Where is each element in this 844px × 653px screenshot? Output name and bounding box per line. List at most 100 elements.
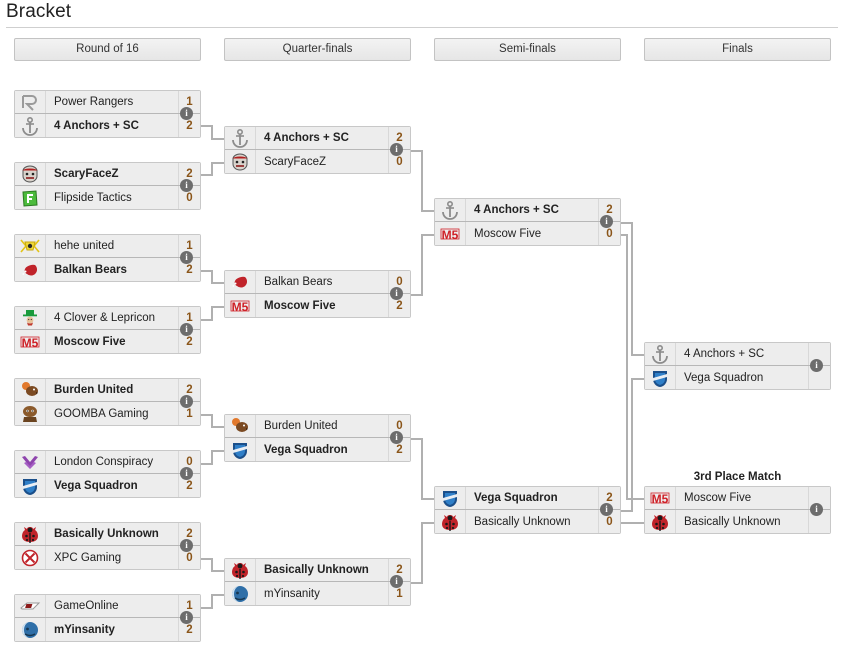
vega-squadron-logo-icon: [225, 438, 256, 461]
team-name: Power Rangers: [54, 96, 134, 108]
team-row[interactable]: mYinsanity 2: [15, 618, 200, 641]
match-info-icon[interactable]: i: [810, 503, 823, 516]
match-info-icon[interactable]: i: [390, 575, 403, 588]
team-score: 0: [388, 271, 410, 293]
team-name: ScaryFaceZ: [264, 155, 326, 168]
team-row[interactable]: Basically Unknown: [645, 510, 830, 533]
team-score: 2: [388, 559, 410, 581]
leprechaun-logo-icon: [15, 307, 46, 329]
match-info-icon[interactable]: i: [180, 107, 193, 120]
team-score: 2: [598, 487, 620, 509]
team-row[interactable]: Vega Squadron 2: [15, 474, 200, 497]
team-row[interactable]: Basically Unknown 2: [225, 559, 410, 582]
match-info-icon[interactable]: i: [390, 143, 403, 156]
team-row[interactable]: M5 Moscow Five 2: [225, 294, 410, 317]
team-row[interactable]: 4 Clover & Lepricon 1: [15, 307, 200, 330]
gameonline-logo-icon: [15, 595, 46, 617]
team-score: 2: [178, 523, 200, 545]
team-row[interactable]: hehe united 1: [15, 235, 200, 258]
match-info-icon[interactable]: i: [810, 359, 823, 372]
team-row[interactable]: Balkan Bears 2: [15, 258, 200, 281]
team-row[interactable]: Power Rangers 1: [15, 91, 200, 114]
match-final[interactable]: 4 Anchors + SC Vega Squadron i: [644, 342, 831, 390]
match-info-icon[interactable]: i: [180, 395, 193, 408]
match-third-place[interactable]: M5 Moscow Five Basically Unknown i: [644, 486, 831, 534]
match-r16-8[interactable]: GameOnline 1 mYinsanity 2 i: [14, 594, 201, 642]
match-sf-2[interactable]: Vega Squadron 2 Basically Unknown 0 i: [434, 486, 621, 534]
team-row[interactable]: ScaryFaceZ 2: [15, 163, 200, 186]
team-score: 1: [178, 402, 200, 425]
match-info-icon[interactable]: i: [180, 323, 193, 336]
match-r16-4[interactable]: 4 Clover & Lepricon 1 M5 Moscow Five 2 i: [14, 306, 201, 354]
team-row[interactable]: Burden United 0: [225, 415, 410, 438]
match-info-icon[interactable]: i: [180, 251, 193, 264]
anchor-logo-icon: [225, 127, 256, 149]
team-score: 1: [178, 235, 200, 257]
match-info-icon[interactable]: i: [390, 431, 403, 444]
match-qf-3[interactable]: Burden United 0 Vega Squadron 2 i: [224, 414, 411, 462]
match-r16-5[interactable]: Burden United 2 GOOMBA Gaming 1 i: [14, 378, 201, 426]
svg-text:M5: M5: [652, 492, 669, 506]
team-score: [808, 343, 830, 365]
team-row[interactable]: Vega Squadron 2: [435, 487, 620, 510]
team-row[interactable]: 4 Anchors + SC: [645, 343, 830, 366]
title-divider: [6, 27, 838, 28]
team-row[interactable]: Flipside Tactics 0: [15, 186, 200, 209]
match-qf-4[interactable]: Basically Unknown 2 mYinsanity 1 i: [224, 558, 411, 606]
team-row[interactable]: ScaryFaceZ 0: [225, 150, 410, 173]
team-score: [808, 487, 830, 509]
team-name: Burden United: [54, 384, 134, 396]
team-row[interactable]: GameOnline 1: [15, 595, 200, 618]
match-info-icon[interactable]: i: [180, 611, 193, 624]
team-row[interactable]: Basically Unknown 2: [15, 523, 200, 546]
goomba-logo-icon: [15, 402, 46, 425]
team-row[interactable]: Balkan Bears 0: [225, 271, 410, 294]
team-score: 2: [178, 330, 200, 353]
match-info-icon[interactable]: i: [600, 503, 613, 516]
team-name: Vega Squadron: [264, 443, 348, 456]
team-name: Balkan Bears: [264, 276, 333, 288]
match-qf-2[interactable]: Balkan Bears 0 M5 Moscow Five 2 i: [224, 270, 411, 318]
team-row[interactable]: M5 Moscow Five 2: [15, 330, 200, 353]
team-row[interactable]: 4 Anchors + SC 2: [435, 199, 620, 222]
team-name: Flipside Tactics: [54, 191, 132, 204]
team-row[interactable]: Vega Squadron 2: [225, 438, 410, 461]
team-name: 4 Clover & Lepricon: [54, 312, 155, 324]
match-r16-7[interactable]: Basically Unknown 2 XPC Gaming 0 i: [14, 522, 201, 570]
team-name: 4 Anchors + SC: [684, 348, 765, 360]
round-header-quarter-finals[interactable]: Quarter-finals: [224, 38, 411, 61]
match-r16-2[interactable]: ScaryFaceZ 2 Flipside Tactics 0 i: [14, 162, 201, 210]
team-row[interactable]: Vega Squadron: [645, 366, 830, 389]
power-rangers-logo-icon: [15, 91, 46, 113]
match-info-icon[interactable]: i: [600, 215, 613, 228]
team-score: [808, 510, 830, 533]
match-info-icon[interactable]: i: [180, 539, 193, 552]
myinsanity-logo-icon: [15, 618, 46, 641]
match-r16-6[interactable]: London Conspiracy 0 Vega Squadron 2 i: [14, 450, 201, 498]
team-row[interactable]: XPC Gaming 0: [15, 546, 200, 569]
match-r16-1[interactable]: Power Rangers 1 4 Anchors + SC 2 i: [14, 90, 201, 138]
round-header-round-of-16[interactable]: Round of 16: [14, 38, 201, 61]
team-row[interactable]: London Conspiracy 0: [15, 451, 200, 474]
third-place-match-label: 3rd Place Match: [693, 471, 782, 483]
match-sf-1[interactable]: 4 Anchors + SC 2 M5 Moscow Five 0 i: [434, 198, 621, 246]
match-qf-1[interactable]: 4 Anchors + SC 2 ScaryFaceZ 0 i: [224, 126, 411, 174]
anchor-logo-icon: [645, 343, 676, 365]
svg-text:M5: M5: [232, 300, 249, 314]
team-row[interactable]: Basically Unknown 0: [435, 510, 620, 533]
match-info-icon[interactable]: i: [390, 287, 403, 300]
team-row[interactable]: 4 Anchors + SC 2: [15, 114, 200, 137]
team-row[interactable]: M5 Moscow Five: [645, 487, 830, 510]
match-info-icon[interactable]: i: [180, 179, 193, 192]
team-row[interactable]: mYinsanity 1: [225, 582, 410, 605]
team-row[interactable]: GOOMBA Gaming 1: [15, 402, 200, 425]
round-header-finals[interactable]: Finals: [644, 38, 831, 61]
match-info-icon[interactable]: i: [180, 467, 193, 480]
team-name: Burden United: [264, 420, 338, 432]
team-row[interactable]: Burden United 2: [15, 379, 200, 402]
round-header-semi-finals[interactable]: Semi-finals: [434, 38, 621, 61]
team-row[interactable]: M5 Moscow Five 0: [435, 222, 620, 245]
team-name: Basically Unknown: [684, 515, 781, 528]
match-r16-3[interactable]: hehe united 1 Balkan Bears 2 i: [14, 234, 201, 282]
team-row[interactable]: 4 Anchors + SC 2: [225, 127, 410, 150]
